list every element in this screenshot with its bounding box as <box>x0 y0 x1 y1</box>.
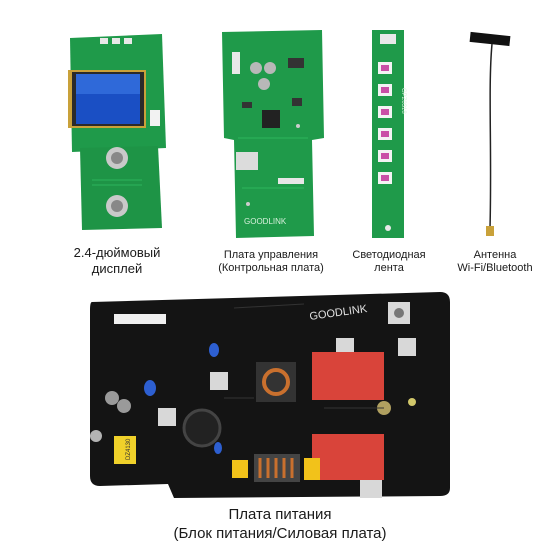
led-strip-code-marking: GPZ0318 <box>400 88 406 114</box>
display-module-photo <box>62 30 172 232</box>
control-board-caption-line-1: Плата управления <box>223 249 319 261</box>
power-board-caption-line-2: (Блок питания/Силовая плата) <box>173 524 387 542</box>
control-board-brand-marking: GOODLINK <box>244 217 287 226</box>
control-board-photo: GOODLINK <box>218 28 326 240</box>
led-strip-photo: GPZ0318 <box>368 28 410 240</box>
antenna-caption-line-2: Wi-Fi/Bluetooth <box>457 262 533 275</box>
antenna-photo <box>462 28 522 242</box>
power-board-caption-line-1: Плата питания <box>228 506 332 523</box>
control-board-caption-line-2: (Контрольная плата) <box>218 262 324 275</box>
antenna-caption-line-1: Антенна <box>473 249 517 261</box>
transformer-code-marking: DZ4130 <box>126 438 132 460</box>
control-board-caption: Плата управления (Контрольная плата) <box>196 249 346 275</box>
power-board-photo: DZ4130 GOODLINK <box>84 288 456 500</box>
led-strip-caption: Светодиодная лента <box>339 249 439 275</box>
power-board-caption: Плата питания (Блок питания/Силовая плат… <box>60 506 500 544</box>
display-caption-line-2: дисплей <box>91 260 143 276</box>
led-strip-caption-line-1: Светодиодная <box>352 249 426 261</box>
antenna-caption: Антенна Wi-Fi/Bluetooth <box>440 249 550 275</box>
led-strip-caption-line-2: лента <box>374 262 404 275</box>
display-caption: 2.4-дюймовый дисплей <box>32 245 202 276</box>
display-caption-line-1: 2.4-дюймовый <box>73 245 161 260</box>
